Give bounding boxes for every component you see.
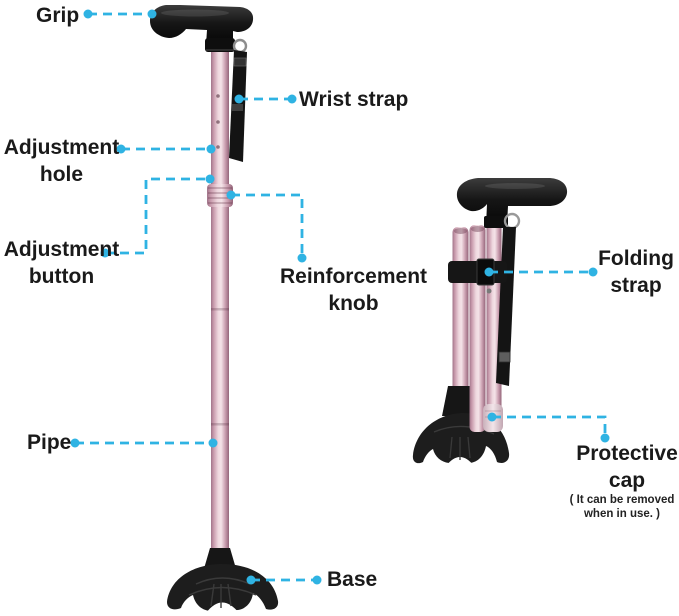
label-protective-cap-note: ( It can be removed when in use. )	[565, 493, 679, 521]
grip-handle-shape	[150, 5, 254, 45]
label-adjustment-button: Adjustment button	[0, 236, 123, 290]
folded-ferrule	[442, 386, 478, 416]
folded-tube-1	[452, 227, 469, 395]
reinforcement-knob-shape	[207, 184, 233, 207]
label-adjustment-hole-line2: hole	[39, 163, 84, 186]
label-folding-strap-line1: Folding	[598, 247, 674, 270]
label-adjustment-button-line2: button	[28, 265, 95, 288]
annotation-lines	[75, 12, 607, 582]
label-adjustment-hole: Adjustment hole	[0, 134, 123, 188]
label-protective-cap-line1: Protective	[576, 442, 678, 465]
label-pipe: Pipe	[27, 431, 72, 454]
label-folding-strap-line2: strap	[610, 274, 662, 297]
label-reinforcement-knob-line2: knob	[328, 292, 379, 315]
label-reinforcement-knob: Reinforcement knob	[277, 263, 430, 317]
adjustment-hole-dot	[216, 120, 220, 124]
shaft-joint-lower	[211, 423, 229, 426]
label-adjustment-button-line1: Adjustment	[3, 238, 120, 261]
cane-extended	[150, 5, 279, 613]
label-wrist-strap: Wrist strap	[299, 88, 409, 111]
folded-handle-highlight	[485, 183, 545, 189]
folded-tube-2	[469, 225, 486, 432]
adjustment-hole-dot	[216, 94, 220, 98]
adjustment-button-callout-line	[105, 177, 210, 255]
annotation-dots	[70, 9, 610, 585]
cane-shaft	[211, 46, 229, 560]
strap-ring	[232, 38, 248, 54]
label-grip: Grip	[36, 4, 80, 27]
label-folding-strap: Folding strap	[592, 245, 679, 299]
cane-folded	[412, 178, 568, 466]
label-base: Base	[327, 568, 378, 591]
folded-strap-slider	[498, 351, 511, 363]
handle-collar	[205, 38, 235, 52]
adjustment-hole-dot	[216, 145, 220, 149]
folded-wrist-strap	[496, 227, 516, 386]
tube-end-shade	[454, 228, 467, 234]
protective-cap-callout-line	[492, 415, 607, 438]
strap-slider	[232, 104, 243, 111]
label-protective-cap: Protective cap	[576, 440, 678, 494]
shaft-joint-upper	[211, 308, 229, 311]
reinforcement-knob-callout-line	[231, 193, 304, 258]
folded-base-notch	[446, 457, 474, 466]
base-foot-notch	[206, 602, 239, 613]
folded-grip-handle	[456, 178, 568, 226]
folded-base-ridges	[433, 425, 495, 460]
strap-clasp	[233, 57, 247, 67]
handle-highlight	[161, 9, 229, 17]
label-reinforcement-knob-line1: Reinforcement	[279, 265, 428, 288]
label-protective-cap-note-line1: ( It can be removed	[569, 494, 675, 506]
folded-collar	[484, 216, 508, 228]
label-adjustment-hole-line1: Adjustment	[3, 136, 120, 159]
label-protective-cap-note-line2: when in use. )	[583, 508, 661, 520]
band-screw	[486, 288, 492, 294]
base-ridges	[188, 577, 257, 608]
tube-end-shade	[471, 226, 484, 232]
label-protective-cap-line2: cap	[608, 469, 646, 492]
